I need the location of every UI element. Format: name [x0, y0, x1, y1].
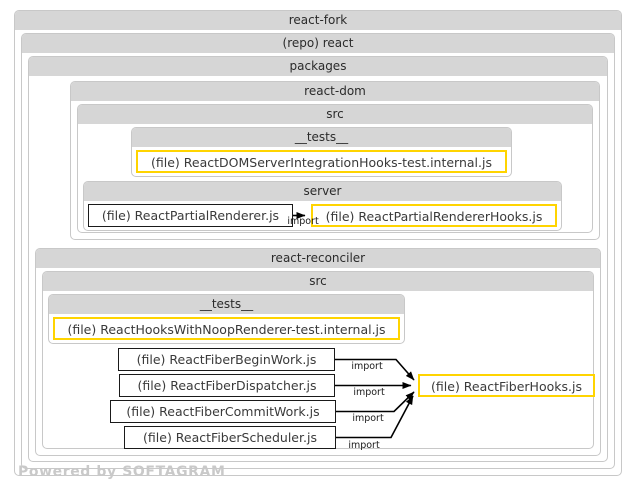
group-header-react-dom: react-dom: [71, 82, 599, 101]
edge-label-import-3: import: [353, 387, 385, 398]
group-header-react-dom-server: server: [84, 182, 561, 201]
file-node-reactfiberbeginwork[interactable]: (file) ReactFiberBeginWork.js: [118, 348, 335, 371]
group-header-react-dom-src: src: [78, 105, 592, 124]
edge-label-import-5: import: [348, 440, 380, 451]
group-header-reconciler-src: src: [43, 272, 593, 291]
group-header-reconciler-tests: __tests__: [49, 295, 404, 314]
file-node-reactpartialrenderer[interactable]: (file) ReactPartialRenderer.js: [88, 204, 293, 227]
group-header-react-fork: react-fork: [15, 11, 621, 30]
file-node-reacthookswithnooprenderer-test[interactable]: (file) ReactHooksWithNoopRenderer-test.i…: [53, 317, 400, 340]
group-header-packages: packages: [29, 57, 607, 76]
file-node-reactfiberscheduler[interactable]: (file) ReactFiberScheduler.js: [124, 426, 336, 449]
file-node-reactfibercommitwork[interactable]: (file) ReactFiberCommitWork.js: [110, 400, 336, 423]
file-node-reactdomserverintegrationhooks-test[interactable]: (file) ReactDOMServerIntegrationHooks-te…: [136, 150, 507, 173]
file-node-reactfiberhooks[interactable]: (file) ReactFiberHooks.js: [418, 374, 595, 397]
group-header-react-dom-tests: __tests__: [132, 128, 511, 147]
edge-label-import-1: import: [287, 216, 319, 227]
edge-label-import-4: import: [352, 413, 384, 424]
file-node-reactpartialrendererhooks[interactable]: (file) ReactPartialRendererHooks.js: [311, 204, 557, 227]
group-header-repo-react: (repo) react: [22, 34, 614, 53]
group-header-react-reconciler: react-reconciler: [36, 249, 600, 268]
watermark-softagram: Powered by SOFTAGRAM: [18, 464, 226, 480]
file-node-reactfiberdispatcher[interactable]: (file) ReactFiberDispatcher.js: [119, 374, 335, 397]
edge-label-import-2: import: [351, 361, 383, 372]
